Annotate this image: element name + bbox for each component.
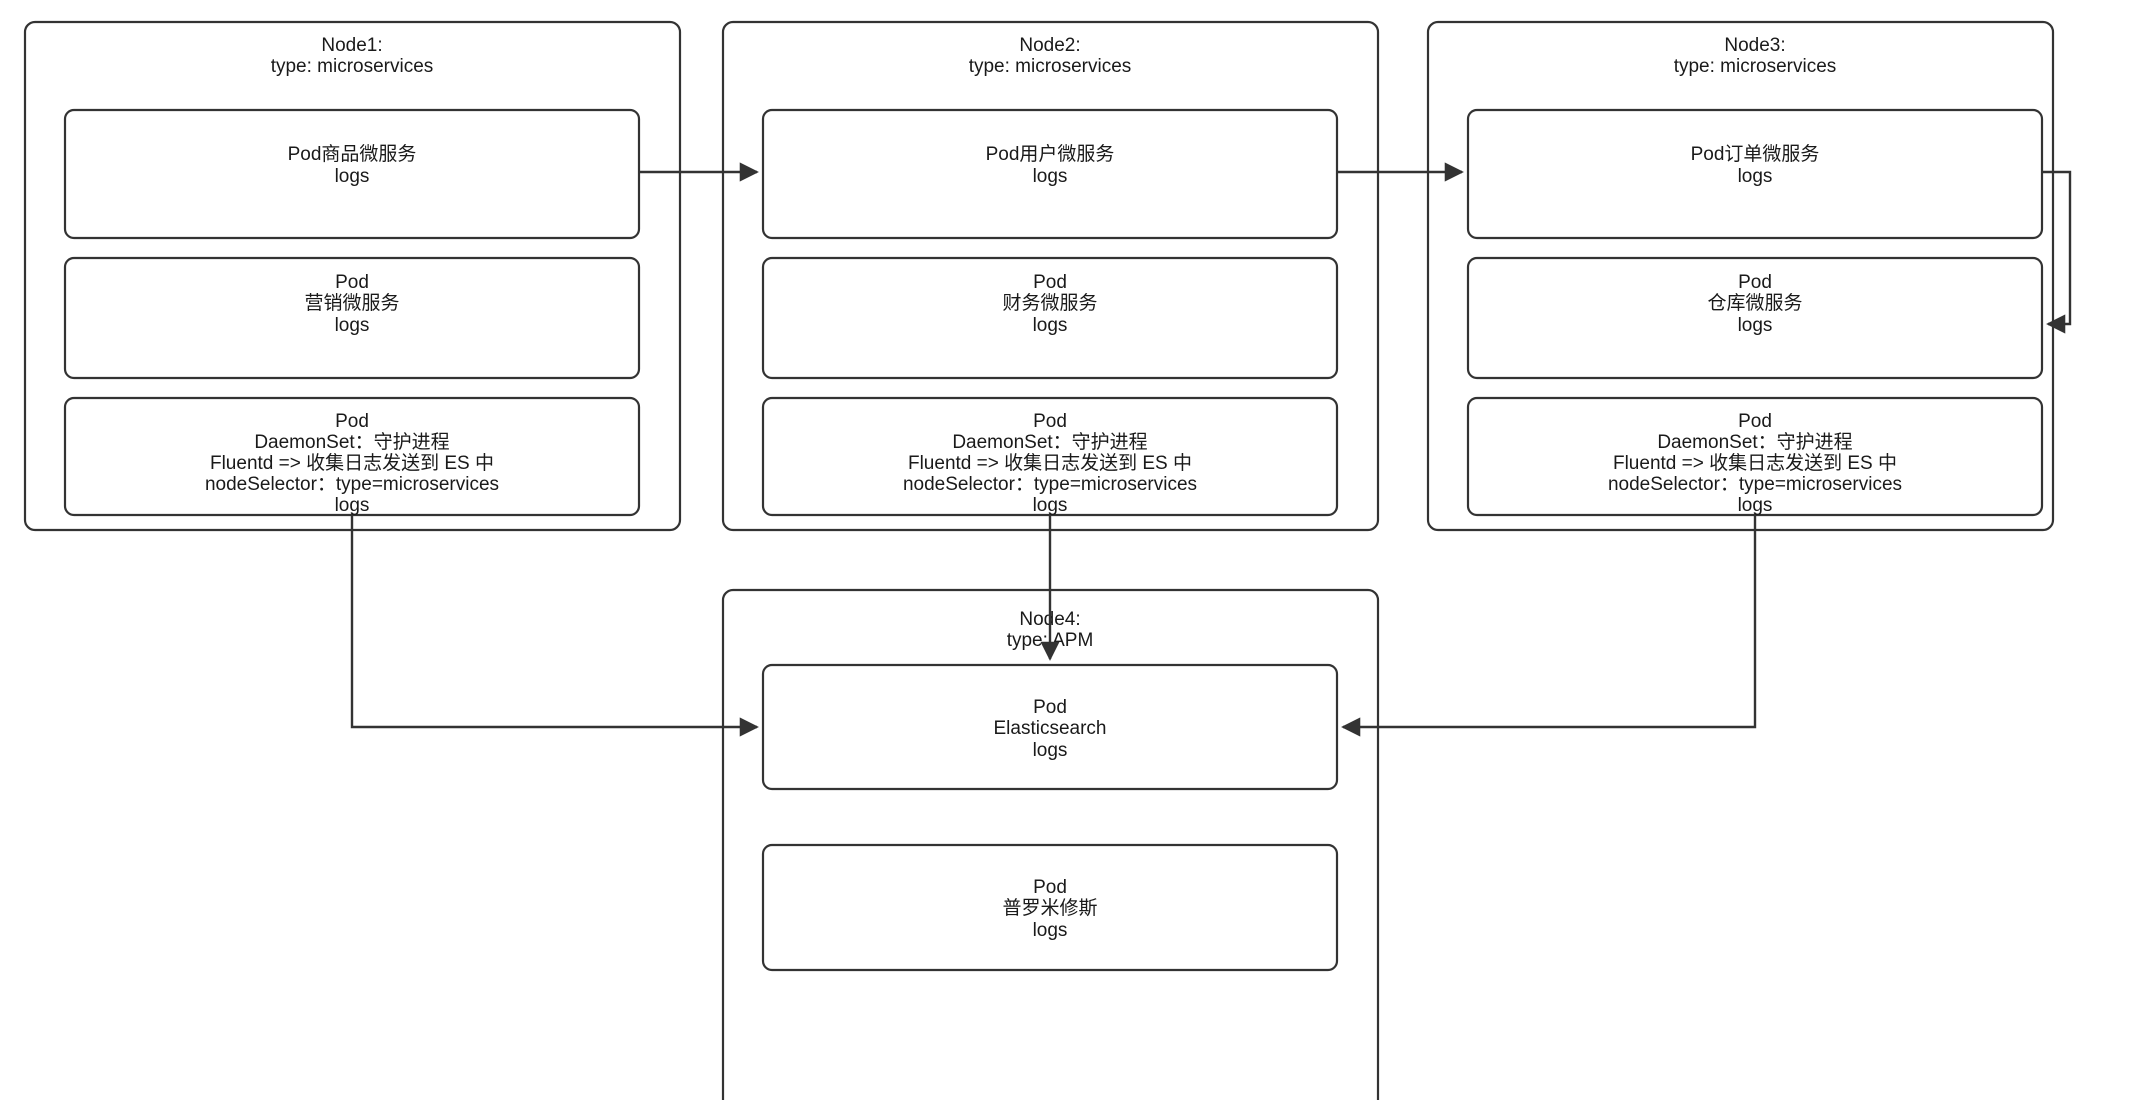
node4-pod-prometheus-line-1: 普罗米修斯 [1002, 897, 1097, 919]
node3-pod-daemonset-line-1: DaemonSet：守护进程 [1657, 431, 1852, 453]
pod-node1-pod-daemonset[interactable]: Pod DaemonSet：守护进程 Fluentd => 收集日志发送到 ES… [63, 396, 641, 517]
node1-pod-marketing-line-2: logs [335, 315, 370, 336]
node3-pod-daemonset-line-2: Fluentd => 收集日志发送到 ES 中 [1613, 452, 1897, 474]
node4-pod-elasticsearch-line-1: Elasticsearch [994, 718, 1107, 739]
node2-pod-finance-line-0: Pod [1033, 272, 1067, 293]
node1-pod-daemonset-line-4: logs [335, 495, 370, 516]
node1-pod-daemonset-line-2: Fluentd => 收集日志发送到 ES 中 [210, 452, 494, 474]
node3-pod-daemonset-line-0: Pod [1738, 411, 1772, 432]
node1-pod-product-box [63, 108, 641, 240]
node3-pod-order-line-1: logs [1738, 166, 1773, 187]
node3-pod-warehouse-line-2: logs [1738, 315, 1773, 336]
node1-pod-marketing-box [63, 256, 641, 380]
pod-node3-pod-warehouse[interactable]: Pod 仓库微服务 logs [1466, 256, 2044, 380]
node3-pod-warehouse-line-1: 仓库微服务 [1707, 292, 1802, 314]
edge-node1-daemonset-to-es [350, 515, 759, 737]
node1-header-line2: type: microservices [271, 56, 434, 77]
pod-node3-pod-daemonset[interactable]: Pod DaemonSet：守护进程 Fluentd => 收集日志发送到 ES… [1466, 396, 2044, 517]
node3-pod-daemonset-line-4: logs [1738, 495, 1773, 516]
node2-pod-user-line-1: logs [1033, 166, 1068, 187]
node2-pod-finance-line-2: logs [1033, 315, 1068, 336]
node4-pod-prometheus-box [761, 843, 1339, 972]
node4-pod-elasticsearch-line-2: logs [1033, 740, 1068, 761]
pod-node4-pod-elasticsearch[interactable]: Pod Elasticsearch logs [761, 663, 1339, 791]
node-container-node3[interactable]: Node3: type: microservices Pod订单微服务 logs… [1426, 20, 2055, 532]
pod-node1-pod-product[interactable]: Pod商品微服务 logs [63, 108, 641, 240]
node3-pod-daemonset-line-3: nodeSelector：type=microservices [1608, 474, 1902, 495]
node1-pod-product-line-0: Pod商品微服务 [288, 143, 417, 165]
node1-pod-daemonset-line-0: Pod [335, 411, 369, 432]
node1-pod-marketing-line-0: Pod [335, 272, 369, 293]
node2-pod-daemonset-line-3: nodeSelector：type=microservices [903, 474, 1197, 495]
node1-pod-marketing-line-1: 营销微服务 [304, 292, 399, 314]
node4-pod-prometheus-line-0: Pod [1033, 877, 1067, 898]
pod-node2-pod-finance[interactable]: Pod 财务微服务 logs [761, 256, 1339, 380]
node2-pod-daemonset-line-1: DaemonSet：守护进程 [952, 431, 1147, 453]
node2-pod-finance-line-1: 财务微服务 [1002, 292, 1097, 314]
pod-node4-pod-prometheus[interactable]: Pod 普罗米修斯 logs [761, 843, 1339, 972]
node2-pod-finance-box [761, 256, 1339, 380]
pod-node2-pod-user[interactable]: Pod用户微服务 logs [761, 108, 1339, 240]
pod-node3-pod-order[interactable]: Pod订单微服务 logs [1466, 108, 2044, 240]
node1-pod-product-line-1: logs [335, 166, 370, 187]
node-container-node1[interactable]: Node1: type: microservices Pod商品微服务 logs… [23, 20, 682, 532]
node2-pod-user-box [761, 108, 1339, 240]
node3-pod-warehouse-line-0: Pod [1738, 272, 1772, 293]
node2-pod-user-line-0: Pod用户微服务 [986, 143, 1115, 165]
node3-pod-warehouse-box [1466, 256, 2044, 380]
node3-pod-order-box [1466, 108, 2044, 240]
node2-header-line1: Node2: [1019, 35, 1080, 56]
edge-node3-order-to-warehouse [2042, 170, 2072, 334]
pod-node2-pod-daemonset[interactable]: Pod DaemonSet：守护进程 Fluentd => 收集日志发送到 ES… [761, 396, 1339, 517]
node4-pod-elasticsearch-box [761, 663, 1339, 791]
node1-pod-daemonset-line-3: nodeSelector：type=microservices [205, 474, 499, 495]
pod-node1-pod-marketing[interactable]: Pod 营销微服务 logs [63, 256, 641, 380]
node2-pod-daemonset-line-0: Pod [1033, 411, 1067, 432]
node3-pod-order-line-0: Pod订单微服务 [1691, 143, 1820, 165]
node1-header-line1: Node1: [321, 35, 382, 56]
node-container-node4[interactable]: Node4: type: APM Pod Elasticsearch logs … [721, 588, 1380, 1100]
node2-header-line2: type: microservices [969, 56, 1132, 77]
node3-header-line2: type: microservices [1674, 56, 1837, 77]
node4-pod-elasticsearch-line-0: Pod [1033, 697, 1067, 718]
node2-pod-daemonset-line-2: Fluentd => 收集日志发送到 ES 中 [908, 452, 1192, 474]
node4-pod-prometheus-line-2: logs [1033, 920, 1068, 941]
node3-header-line1: Node3: [1724, 35, 1785, 56]
edge-node3-daemonset-to-es [1341, 515, 1757, 737]
node-container-node2[interactable]: Node2: type: microservices Pod用户微服务 logs… [721, 20, 1380, 532]
node1-pod-daemonset-line-1: DaemonSet：守护进程 [254, 431, 449, 453]
node2-pod-daemonset-line-4: logs [1033, 495, 1068, 516]
